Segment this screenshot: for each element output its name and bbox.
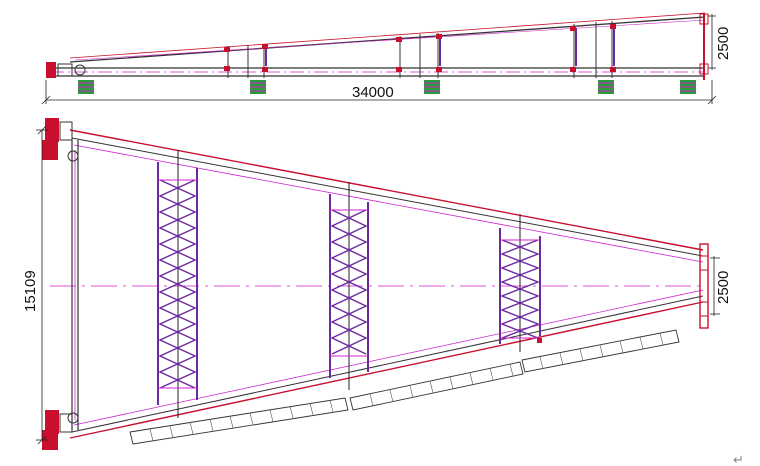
dimension-overall-length [41, 80, 717, 105]
dimension-elevation-height-label: 2500 [715, 27, 732, 60]
plan-left-carriages [42, 118, 79, 450]
dimension-plan-width-label: 15109 [22, 270, 39, 312]
dimension-overall-length-label: 34000 [352, 84, 394, 101]
plan-view: 15109 2500 [22, 118, 732, 450]
lattice-frame-3 [499, 214, 542, 352]
dimension-tip-width [710, 256, 720, 316]
dimension-plan-width [36, 125, 48, 445]
lattice-frame-1 [157, 150, 198, 418]
walkway-panels [129, 329, 680, 445]
elevation-view: 34000 2500 [41, 12, 732, 105]
return-mark: ↵ [733, 453, 744, 466]
elevation-supports [78, 80, 696, 94]
dimension-elevation-height [708, 14, 716, 70]
plan-tip-plate [699, 243, 709, 329]
lattice-frame-2 [329, 182, 369, 390]
dimension-tip-width-label: 2500 [715, 271, 732, 304]
